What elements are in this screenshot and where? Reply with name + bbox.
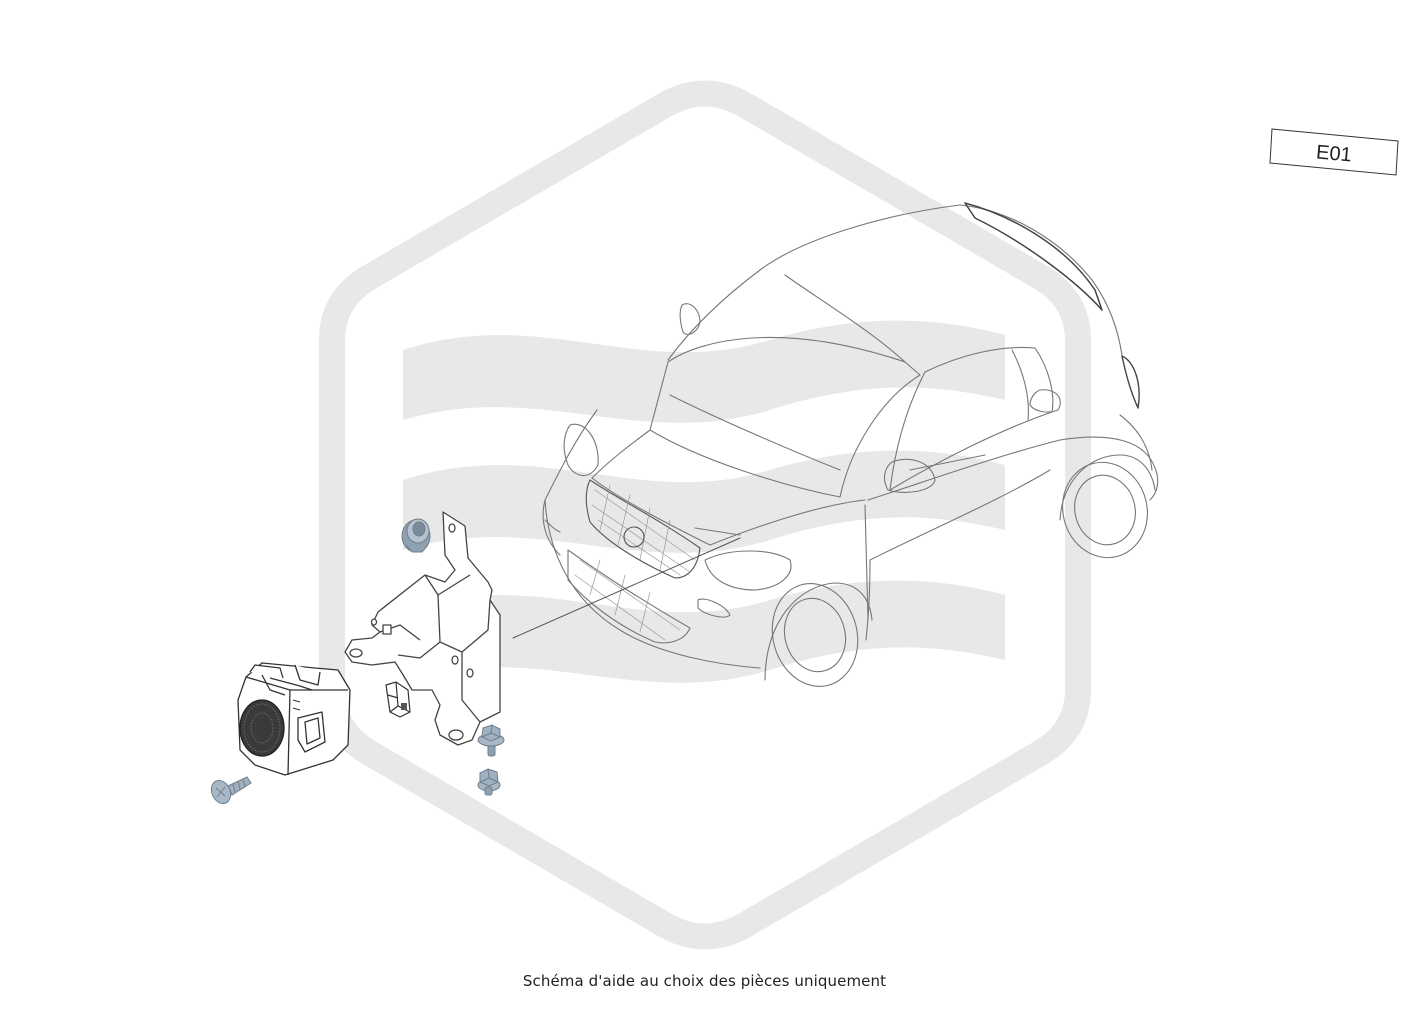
flange-bolt-icon: [477, 724, 505, 757]
nut-icon: [477, 768, 501, 796]
car-outline-icon: [512, 202, 1159, 687]
mounting-bracket: [344, 511, 501, 746]
figure-label: E01: [1315, 141, 1352, 166]
retaining-clip: [385, 681, 411, 718]
figure-label-box: E01: [1269, 128, 1399, 176]
brand-watermark-icon: [319, 80, 1091, 950]
sound-module: [237, 662, 351, 776]
rubber-grommet: [401, 518, 431, 553]
diagram-caption: Schéma d'aide au choix des pièces unique…: [522, 972, 887, 990]
screw-icon: [210, 776, 252, 805]
